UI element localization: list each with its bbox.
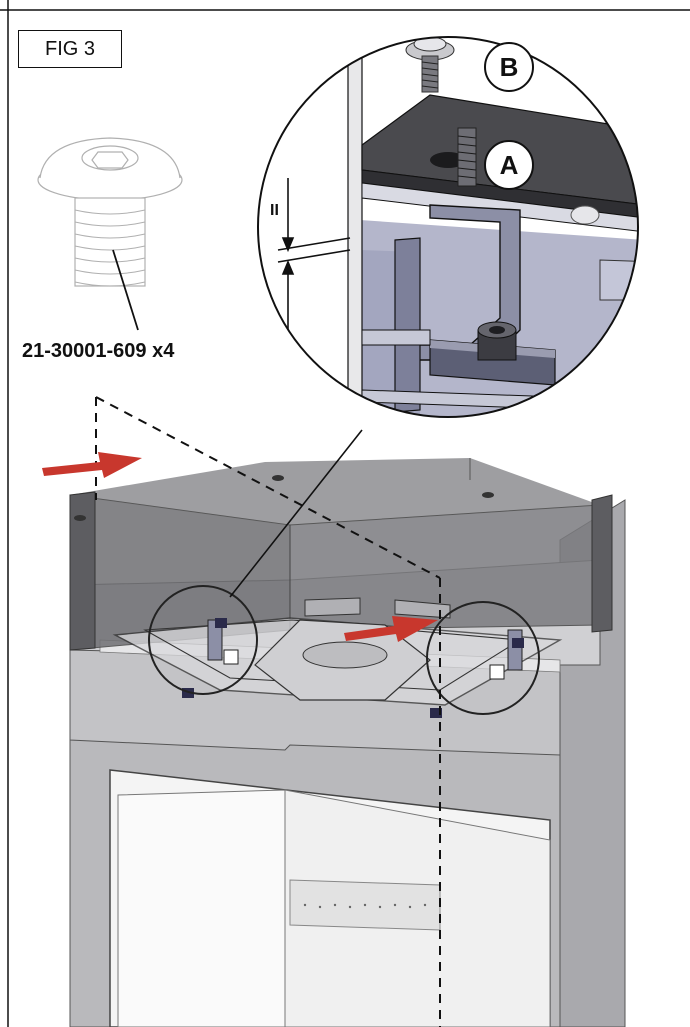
- glass-top-shroud: [69, 458, 613, 651]
- direction-arrow-icon: [344, 616, 438, 642]
- detail-circle-right: [426, 601, 540, 715]
- detail-leader-line: [229, 429, 363, 598]
- part-number-label: 21-30001-609 x4: [22, 340, 175, 362]
- figure-label: FIG 3: [18, 30, 122, 68]
- interior-frame: [112, 597, 563, 718]
- dashed-guide-lines: [95, 396, 441, 1027]
- zoom-detail: [258, 37, 638, 417]
- screw-icon: [37, 137, 183, 287]
- direction-arrow-icon: [42, 452, 142, 478]
- part-leader-line: [112, 249, 139, 331]
- detail-circle-left: [148, 585, 258, 695]
- gap-label: II: [270, 202, 279, 219]
- zoom-circle-outline: [257, 36, 639, 418]
- callout-b: B: [484, 42, 534, 92]
- gap-dimension: [277, 178, 351, 330]
- callout-a: A: [484, 140, 534, 190]
